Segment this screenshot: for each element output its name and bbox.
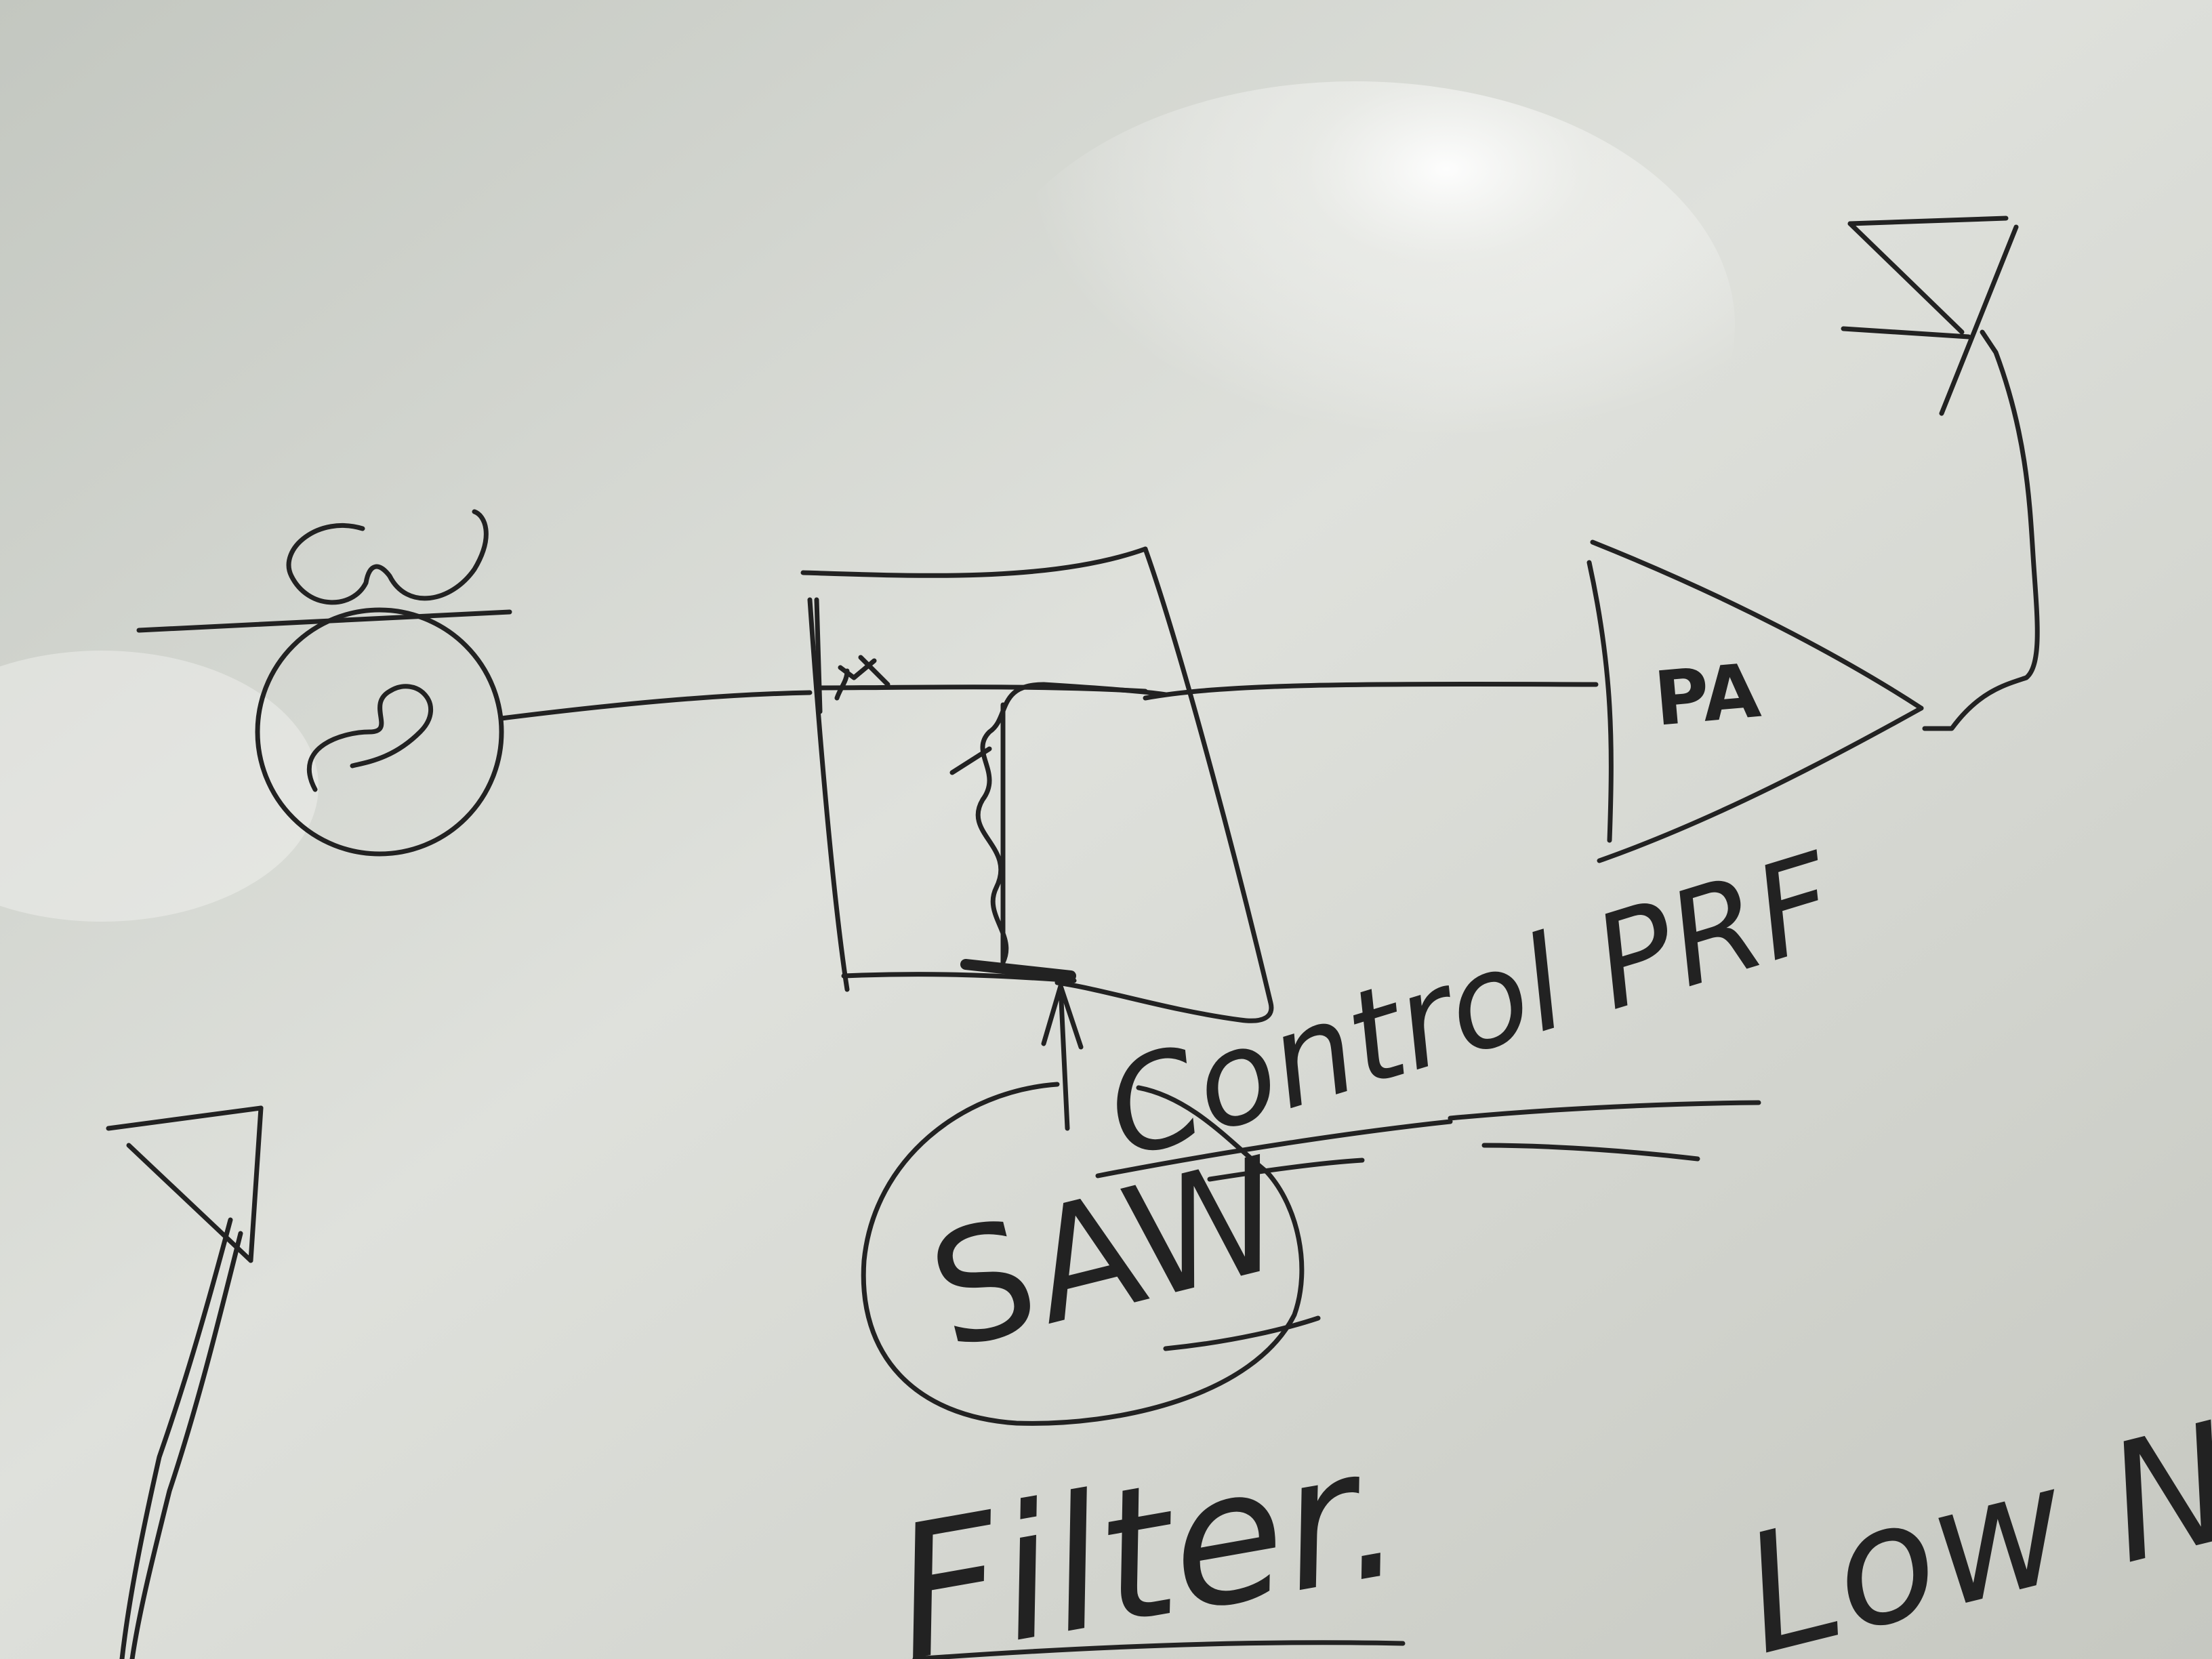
control-arrow — [1041, 983, 1084, 1131]
light-glare — [976, 81, 1735, 569]
saw-underline — [1163, 1315, 1321, 1351]
prf-underline-2 — [1481, 1143, 1700, 1162]
prf-underline-1 — [1448, 1100, 1761, 1121]
power-amplifier-icon — [1586, 539, 1924, 863]
wire-switch-to-pa — [1143, 681, 1599, 701]
wire-source-to-switch — [499, 690, 813, 721]
control-underline-2 — [1207, 1158, 1365, 1182]
wire-switch-stub — [1041, 682, 1168, 697]
switch-block-icon — [800, 546, 1274, 1023]
ac-source-icon — [136, 607, 512, 857]
filter-underline — [912, 1640, 1406, 1659]
output-antenna-icon — [1841, 216, 2019, 416]
wire-pa-to-antenna — [1922, 329, 2040, 731]
omega-symbol — [286, 509, 489, 605]
light-glare-left — [0, 651, 319, 922]
input-antenna-icon — [106, 1105, 264, 1659]
control-underline-1 — [1095, 1119, 1453, 1179]
amplifier-label: PA — [1651, 647, 1763, 743]
